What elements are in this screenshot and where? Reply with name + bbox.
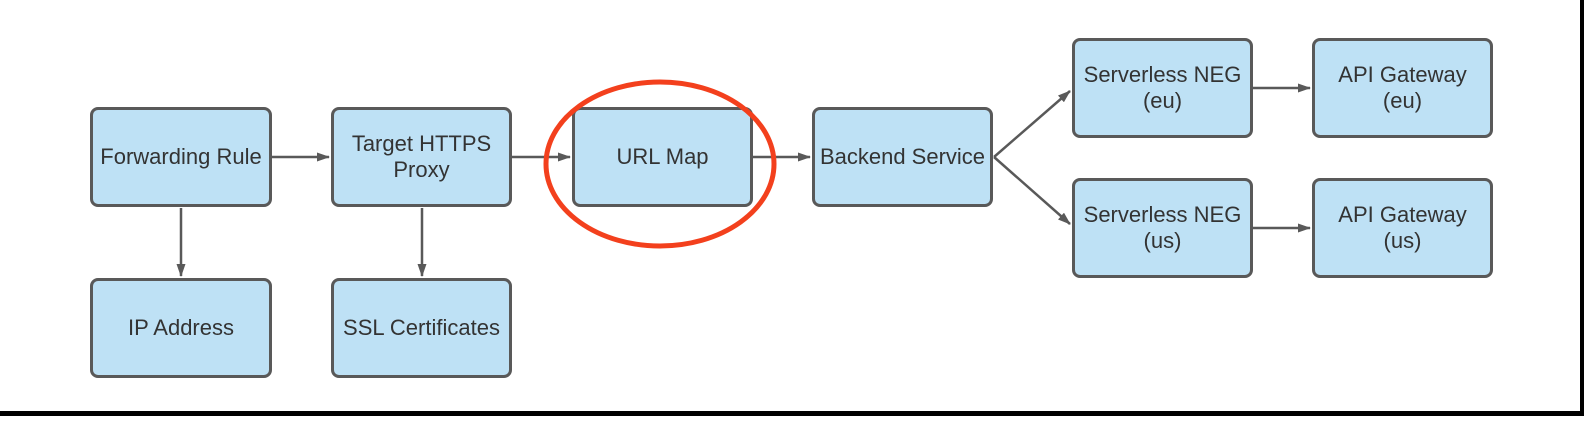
node-url-map: URL Map [572,107,753,207]
node-serverless-neg-us: Serverless NEG (us) [1072,178,1253,278]
node-api-gateway-eu: API Gateway (eu) [1312,38,1493,138]
node-serverless-neg-eu: Serverless NEG (eu) [1072,38,1253,138]
node-label-api-gateway-us: API Gateway (us) [1338,202,1467,253]
node-label-api-gateway-eu: API Gateway (eu) [1338,62,1467,113]
node-forwarding-rule: Forwarding Rule [90,107,272,207]
node-label-backend-service: Backend Service [819,144,986,169]
node-label-ssl-certificates: SSL Certificates [343,315,500,340]
node-label-serverless-neg-eu: Serverless NEG (eu) [1083,62,1242,113]
node-label-ip-address: IP Address [128,315,234,340]
node-ip-address: IP Address [90,278,272,378]
node-backend-service: Backend Service [812,107,993,207]
node-label-url-map: URL Map [616,144,709,169]
node-target-https-proxy: Target HTTPS Proxy [331,107,512,207]
node-label-serverless-neg-us: Serverless NEG (us) [1083,202,1242,253]
node-label-forwarding-rule: Forwarding Rule [100,144,262,169]
node-api-gateway-us: API Gateway (us) [1312,178,1493,278]
node-ssl-certificates: SSL Certificates [331,278,512,378]
node-label-target-https-proxy: Target HTTPS Proxy [351,131,492,182]
